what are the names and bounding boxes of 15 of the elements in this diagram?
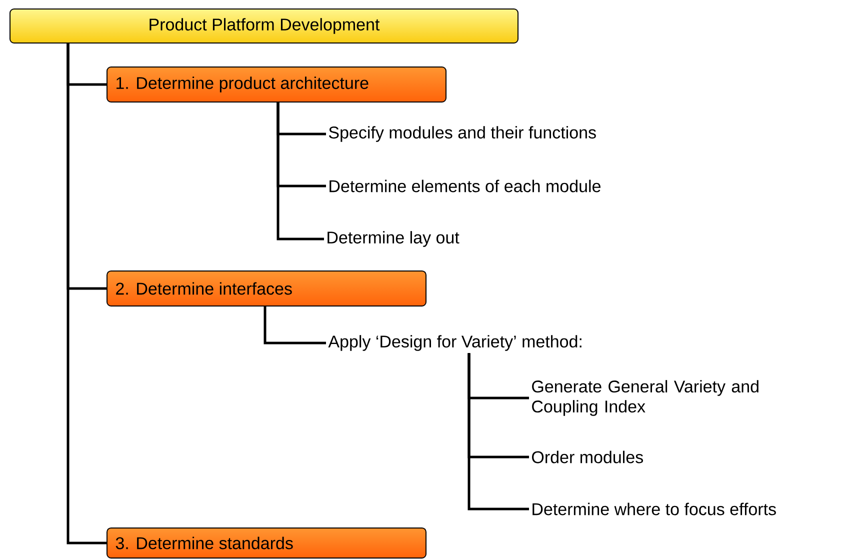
task-text: Apply ‘Design for Variety’ method: bbox=[328, 335, 582, 351]
task-text: Generate General Variety and Coupling Index bbox=[532, 380, 758, 416]
connector-line bbox=[468, 353, 529, 510]
step-box: 3. Determine standards bbox=[106, 528, 426, 558]
task-text: Order modules bbox=[532, 450, 643, 464]
task-text: Determine where to focus efforts bbox=[532, 502, 776, 516]
title-box: Product Platform Development bbox=[10, 8, 518, 44]
task-text: Determine lay out bbox=[328, 231, 460, 247]
task-text: Determine elements of each module bbox=[330, 180, 600, 192]
step-box: 1. Determine product architecture bbox=[106, 66, 446, 102]
task-text: Specify modules and their functions bbox=[328, 126, 596, 142]
connector-line bbox=[264, 306, 326, 344]
connector-line bbox=[66, 44, 106, 544]
step-box: 2. Determine interfaces bbox=[106, 270, 426, 306]
connector-line bbox=[276, 102, 324, 240]
